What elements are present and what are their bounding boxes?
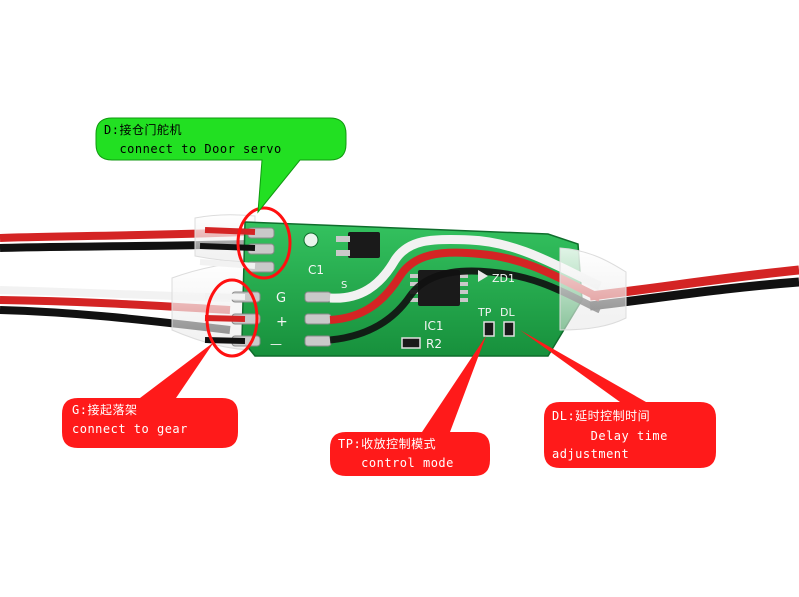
dl-callout-bubble — [520, 330, 716, 468]
gear-callout-line1: G:接起落架 — [72, 403, 138, 417]
heat-shrink-right — [559, 247, 627, 331]
dl-callout-line3: adjustment — [552, 447, 630, 461]
gear-pins-highlight — [205, 278, 259, 358]
pin-label-g: G — [276, 291, 286, 306]
door-callout-line1: D:接仓门舵机 — [104, 123, 182, 137]
door-pins-highlight — [236, 206, 292, 280]
dl-callout-line1: DL:延时控制时间 — [552, 409, 651, 423]
label-ic1: IC1 — [424, 319, 444, 333]
pin-label-plus: + — [276, 314, 288, 330]
dl-callout-line2: Delay time — [552, 429, 668, 443]
door-callout-bubble — [95, 117, 347, 214]
door-callout-line2: connect to Door servo — [104, 142, 282, 156]
label-c1: C1 — [308, 263, 324, 277]
pin-label-minus: — — [270, 337, 282, 351]
tp-callout-line1: TP:收放控制模式 — [338, 437, 437, 451]
label-tp: TP — [477, 306, 492, 319]
label-r2: R2 — [426, 337, 442, 351]
gear-callout-line2: connect to gear — [72, 422, 188, 436]
label-s: S — [341, 280, 347, 291]
gear-callout-bubble — [62, 342, 238, 448]
label-zd1: ZD1 — [492, 272, 515, 285]
tp-callout-bubble — [330, 336, 490, 476]
pcb-board — [199, 221, 602, 357]
tp-callout-line2: control mode — [338, 456, 454, 470]
label-dl: DL — [500, 306, 515, 319]
